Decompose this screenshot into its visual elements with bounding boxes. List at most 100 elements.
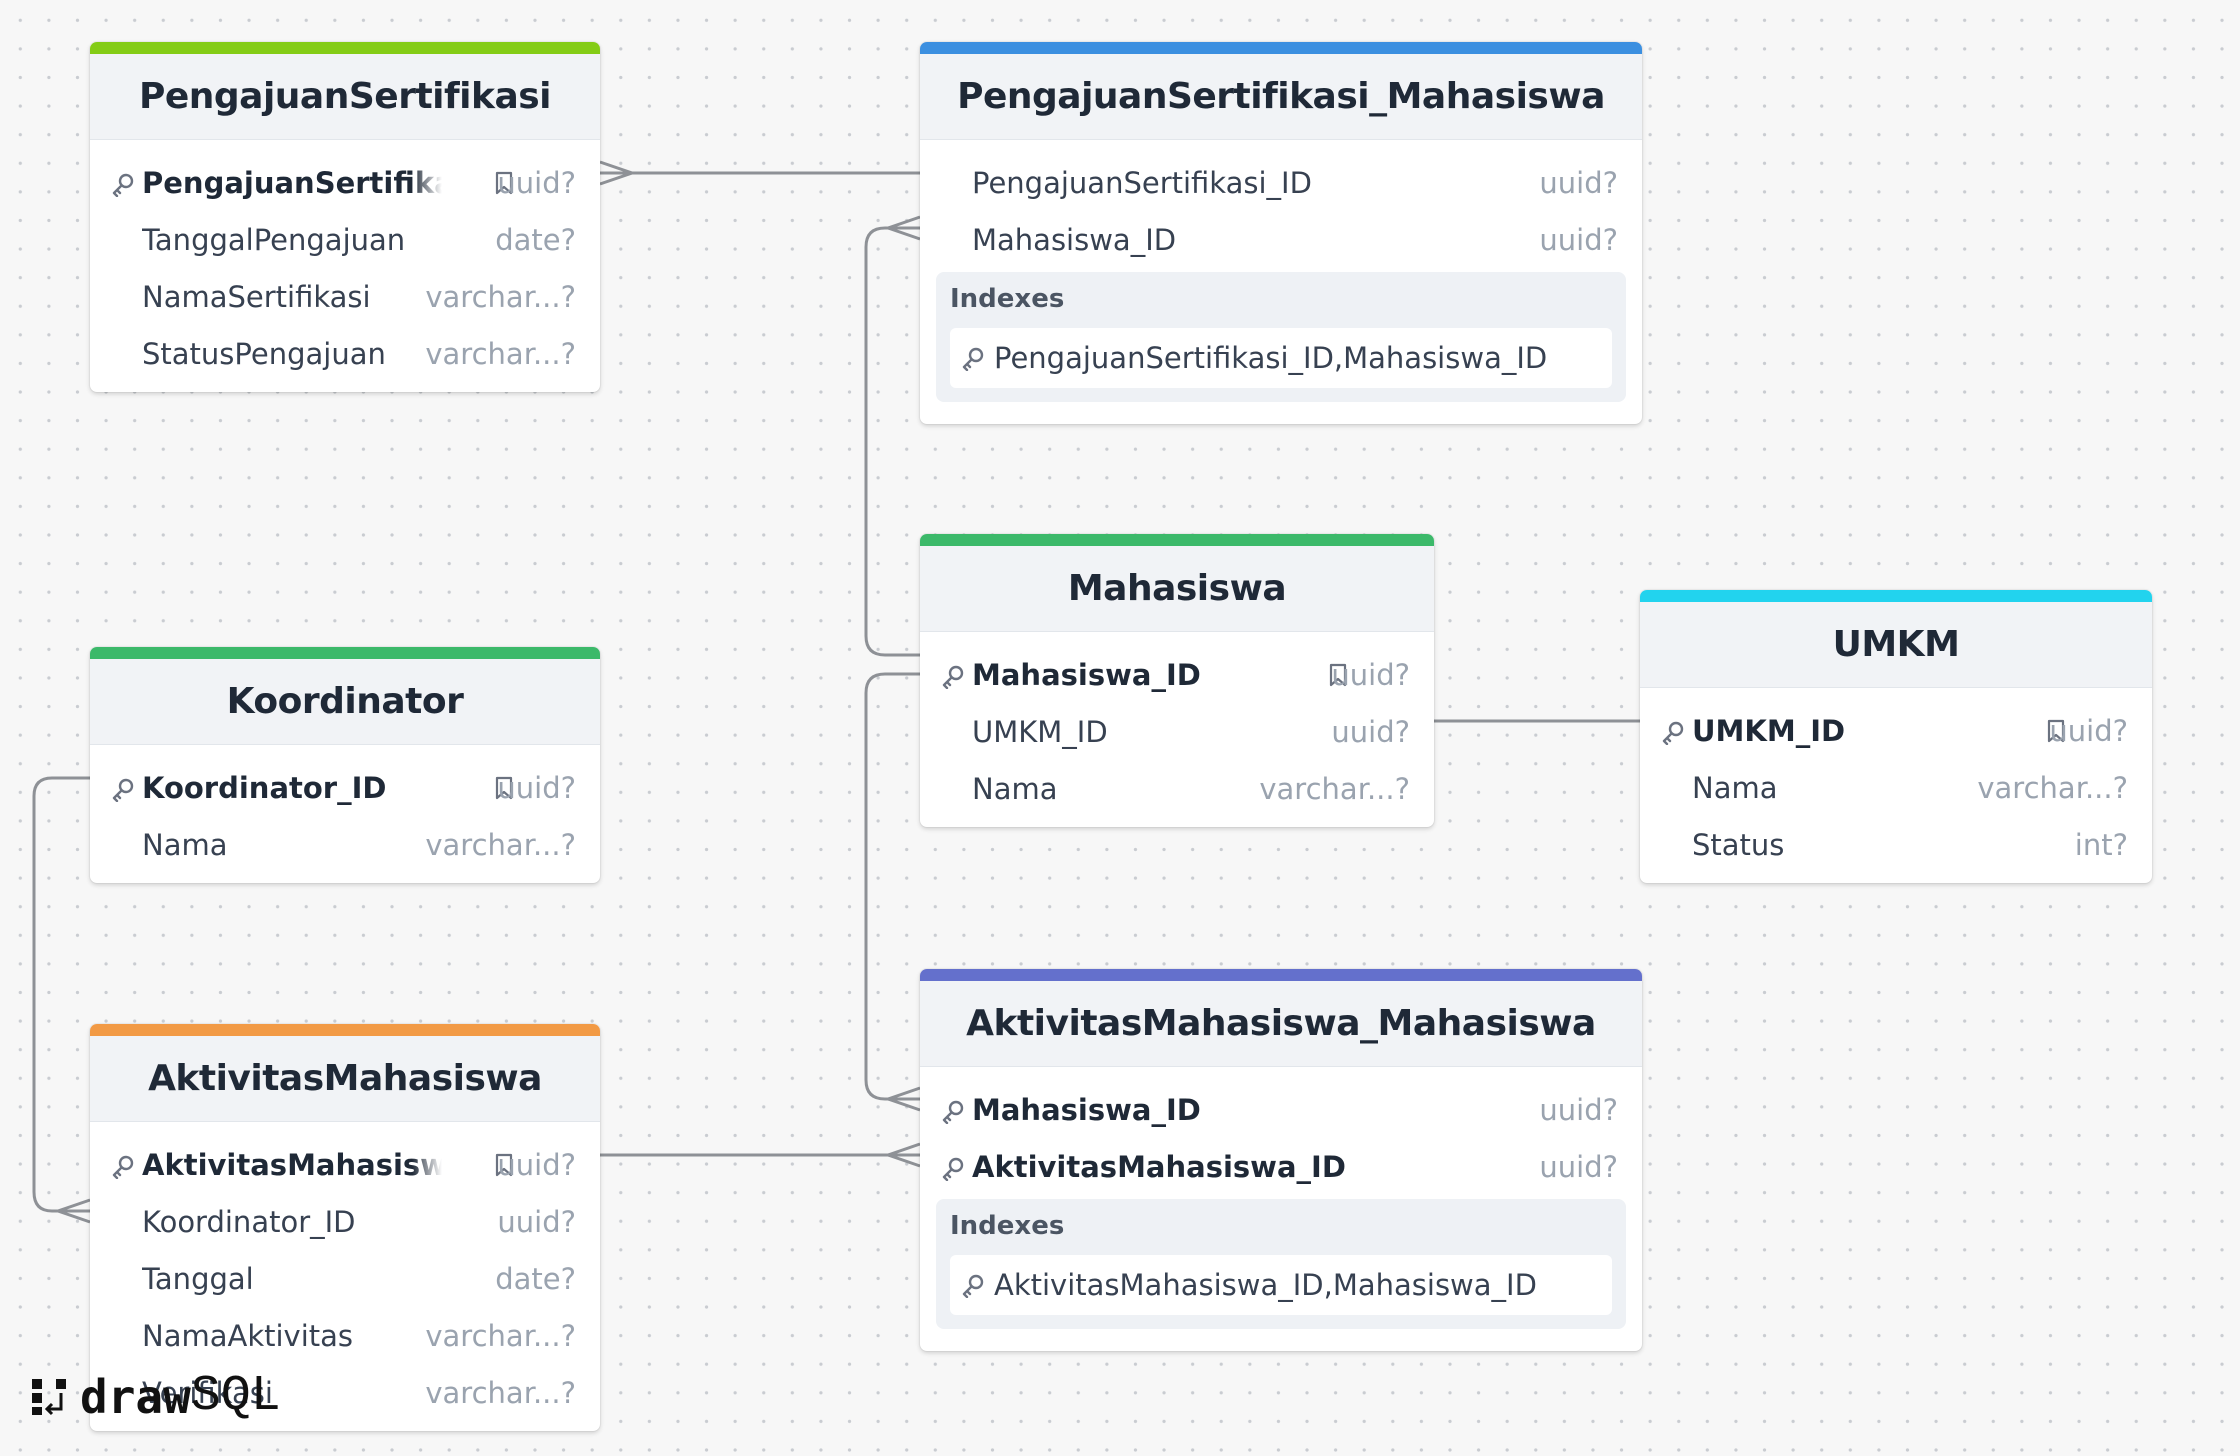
column-type: uuid? bbox=[1539, 1149, 1618, 1184]
column-name: Tanggal bbox=[142, 1261, 254, 1296]
table-title: UMKM bbox=[1832, 624, 1960, 665]
column-row[interactable]: Mahasiswa_ID uuid? bbox=[920, 1081, 1642, 1138]
column-row[interactable]: UMKM_ID uuid? bbox=[920, 703, 1434, 760]
column-type: uuid? bbox=[497, 1204, 576, 1239]
table-aktivitas[interactable]: AktivitasMahasiswaAktivitasMahasiswa_IDu… bbox=[90, 1024, 600, 1431]
rel-mahasiswa-aktivitas-crowfoot bbox=[883, 1086, 921, 1112]
table-header[interactable]: Mahasiswa bbox=[920, 546, 1434, 632]
column-row[interactable]: Mahasiswa_ID uuid? bbox=[920, 646, 1434, 703]
column-type: varchar...? bbox=[425, 1318, 576, 1353]
primary-key-icon bbox=[110, 776, 136, 803]
table-title: Mahasiswa bbox=[1067, 568, 1287, 609]
table-title: PengajuanSertifikasi_Mahasiswa bbox=[957, 76, 1605, 117]
column-row[interactable]: Nama varchar...? bbox=[1640, 759, 2152, 816]
index-item[interactable]: PengajuanSertifikasi_ID,Mahasiswa_ID bbox=[950, 328, 1612, 388]
table-color-bar bbox=[90, 42, 600, 54]
table-color-bar bbox=[920, 534, 1434, 546]
primary-key-icon bbox=[940, 1098, 966, 1125]
index-bookmark-icon bbox=[494, 776, 514, 800]
column-type: date? bbox=[495, 1261, 576, 1296]
column-type: uuid? bbox=[1539, 1092, 1618, 1127]
column-name: Nama bbox=[972, 771, 1058, 806]
column-type: uuid? bbox=[497, 1147, 576, 1182]
column-name: Koordinator_ID bbox=[142, 770, 387, 805]
column-type: uuid? bbox=[497, 165, 576, 200]
column-type: varchar...? bbox=[425, 279, 576, 314]
column-type: varchar...? bbox=[425, 1375, 576, 1410]
table-title: Koordinator bbox=[226, 681, 464, 722]
column-type: uuid? bbox=[1331, 657, 1410, 692]
index-key-icon bbox=[960, 1272, 986, 1299]
table-umkm[interactable]: UMKM UMKM_ID uuid? Nama varchar...? Status int… bbox=[1640, 590, 2152, 883]
index-key-icon bbox=[960, 345, 986, 372]
index-bookmark-icon bbox=[494, 171, 514, 195]
column-name: Nama bbox=[1692, 770, 1778, 805]
column-type: varchar...? bbox=[425, 336, 576, 371]
column-name: NamaSertifikasi bbox=[142, 279, 371, 314]
column-type: uuid? bbox=[2049, 713, 2128, 748]
column-name: Mahasiswa_ID bbox=[972, 657, 1201, 692]
column-name: UMKM_ID bbox=[1692, 713, 1846, 748]
table-header[interactable]: Koordinator bbox=[90, 659, 600, 745]
column-type: varchar...? bbox=[1259, 771, 1410, 806]
rel-koordinator-crowfoot bbox=[53, 1198, 91, 1224]
column-row[interactable]: Nama varchar...? bbox=[920, 760, 1434, 817]
column-name: Mahasiswa_ID bbox=[972, 1092, 1201, 1127]
column-type: int? bbox=[2074, 827, 2128, 862]
column-name: Koordinator_ID bbox=[142, 1204, 356, 1239]
column-type: uuid? bbox=[1331, 714, 1410, 749]
table-pengajuan[interactable]: PengajuanSertifikasiPengajuanSertifikasi… bbox=[90, 42, 600, 392]
indexes-title: Indexes bbox=[950, 1211, 1065, 1241]
primary-key-icon bbox=[1660, 719, 1686, 746]
table-header[interactable]: PengajuanSertifikasi bbox=[90, 54, 600, 140]
column-name: Nama bbox=[142, 827, 228, 862]
rel-koordinator-to-aktivitas bbox=[32, 776, 90, 1213]
column-row[interactable]: Koordinator_ID uuid? bbox=[90, 1193, 600, 1250]
table-header[interactable]: AktivitasMahasiswa bbox=[90, 1036, 600, 1122]
table-color-bar bbox=[90, 1024, 600, 1036]
primary-key-icon bbox=[110, 1153, 136, 1180]
table-header[interactable]: UMKM bbox=[1640, 602, 2152, 688]
index-bookmark-icon bbox=[2046, 719, 2066, 743]
table-color-bar bbox=[920, 969, 1642, 981]
table-header[interactable]: PengajuanSertifikasi_Mahasiswa bbox=[920, 54, 1642, 140]
column-name: AktivitasMahasiswa_ID bbox=[142, 1147, 442, 1182]
column-name: UMKM_ID bbox=[972, 714, 1108, 749]
column-row[interactable]: UMKM_ID uuid? bbox=[1640, 702, 2152, 759]
table-header[interactable]: AktivitasMahasiswa_Mahasiswa bbox=[920, 981, 1642, 1067]
column-type: varchar...? bbox=[1977, 770, 2128, 805]
column-type: uuid? bbox=[1539, 222, 1618, 257]
primary-key-icon bbox=[940, 663, 966, 690]
table-color-bar bbox=[920, 42, 1642, 54]
column-row[interactable]: Verifikasi varchar...? bbox=[90, 1364, 600, 1421]
column-row[interactable]: NamaSertifikasi varchar...? bbox=[90, 268, 600, 325]
column-row[interactable]: Status int? bbox=[1640, 816, 2152, 873]
column-row[interactable]: AktivitasMahasiswa_ID uuid? bbox=[90, 1136, 600, 1193]
table-columns: PengajuanSertifikasi_IDuuid?TanggalPenga… bbox=[90, 140, 600, 392]
table-columns: UMKM_ID uuid? Nama varchar...? Status int? bbox=[1640, 688, 2152, 883]
column-name: Verifikasi bbox=[142, 1375, 273, 1410]
column-type: date? bbox=[495, 222, 576, 257]
column-row[interactable]: NamaAktivitas varchar...? bbox=[90, 1307, 600, 1364]
column-name: Status bbox=[1692, 827, 1785, 862]
logo-text-sql: SQL bbox=[190, 1368, 281, 1425]
column-row[interactable]: Tanggal date? bbox=[90, 1250, 600, 1307]
column-name: NamaAktivitas bbox=[142, 1318, 354, 1353]
index-item[interactable]: AktivitasMahasiswa_ID,Mahasiswa_ID bbox=[950, 1255, 1612, 1315]
